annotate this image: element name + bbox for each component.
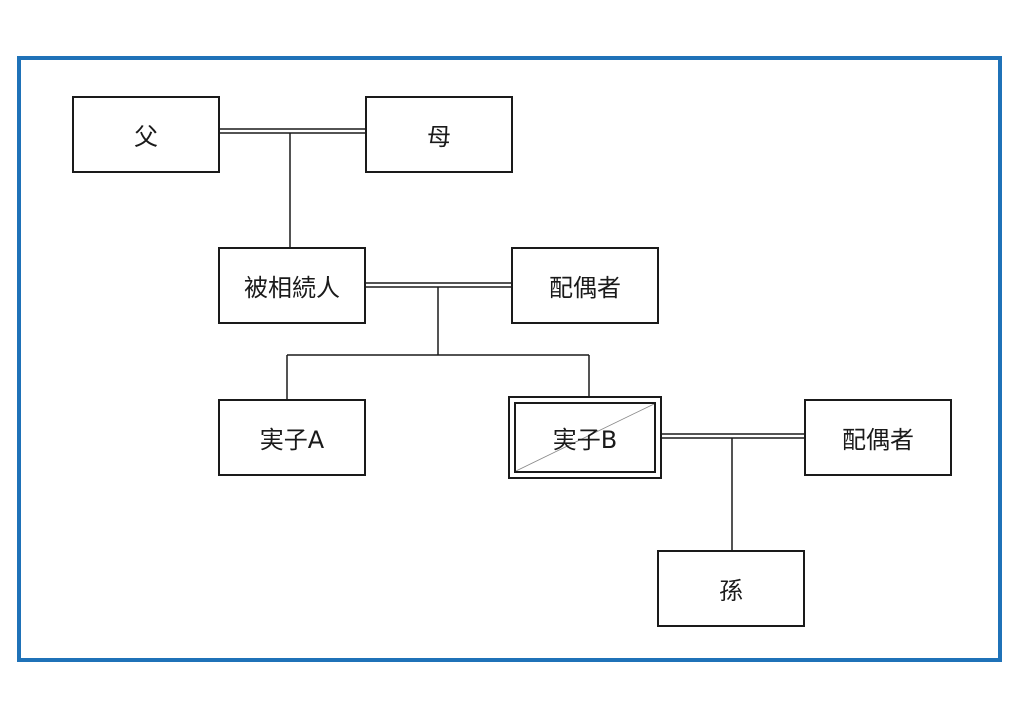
node-child-a: 実子A <box>218 399 366 476</box>
node-father-label: 父 <box>134 123 158 151</box>
node-mother: 母 <box>365 96 513 173</box>
node-child-b-label: 実子B <box>552 426 618 454</box>
node-spouse-decedent-label: 配偶者 <box>549 274 621 302</box>
node-spouse-child-b: 配偶者 <box>804 399 952 476</box>
node-grandchild-label: 孫 <box>719 577 743 605</box>
node-grandchild: 孫 <box>657 550 805 627</box>
node-child-b-deceased: 実子B <box>508 396 662 479</box>
deceased-diagonal-mark <box>516 404 654 471</box>
diagram-frame <box>17 56 1002 662</box>
node-mother-label: 母 <box>427 123 451 151</box>
node-decedent-label: 被相続人 <box>244 274 340 302</box>
node-decedent: 被相続人 <box>218 247 366 324</box>
node-spouse-child-b-label: 配偶者 <box>842 426 914 454</box>
node-child-b-inner-border <box>514 402 656 473</box>
node-spouse-decedent: 配偶者 <box>511 247 659 324</box>
node-father: 父 <box>72 96 220 173</box>
node-child-a-label: 実子A <box>259 426 325 454</box>
